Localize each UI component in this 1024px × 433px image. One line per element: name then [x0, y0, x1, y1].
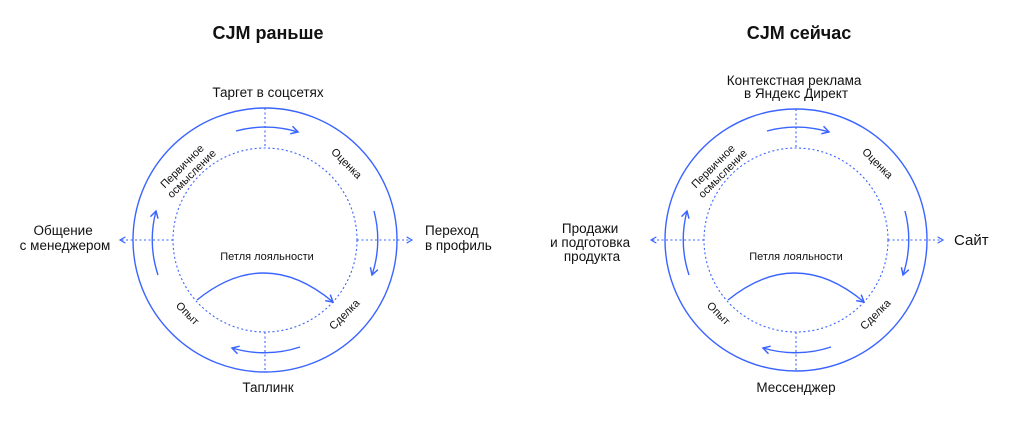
left-channel-label: Продажи и подготовка продукта	[550, 221, 634, 264]
right-channel-label: Переход в профиль	[425, 223, 492, 253]
stage-first-impression: Первичное осмысление	[688, 139, 750, 201]
diagram-now: CJM сейчас Контекстная реклама в Яндекс …	[550, 23, 989, 395]
flow-arrow-left	[149, 209, 159, 276]
stage-first-impression: Первичное осмысление	[157, 139, 219, 201]
top-label-line: Контекстная реклама	[727, 73, 862, 88]
left-label-line: Общение	[34, 223, 93, 238]
loyalty-loop-label: Петля лояльности	[749, 251, 843, 263]
diagram-before: CJM раньше Таргет в соцсетях Таплинк Общ…	[20, 23, 492, 395]
top-channel-label: Таргет в соцсетях	[212, 85, 323, 100]
flow-arrow-right	[369, 210, 379, 277]
right-label-line: Переход	[425, 223, 479, 238]
stage-evaluation: Оценка	[328, 146, 364, 182]
bottom-channel-label: Таплинк	[242, 380, 293, 395]
bottom-channel-label: Мессенджер	[756, 380, 835, 395]
flow-arrow-bottom	[230, 345, 301, 355]
left-label-line: продукта	[564, 249, 621, 264]
right-label-line: в профиль	[425, 238, 492, 253]
flow-arrow-right	[900, 210, 910, 277]
inner-dotted-circle	[172, 147, 358, 333]
top-channel-label: Контекстная реклама в Яндекс Директ	[727, 73, 865, 101]
flow-arrow-top	[235, 125, 300, 135]
stage-evaluation: Оценка	[859, 146, 895, 182]
left-label-line: и подготовка	[550, 235, 630, 250]
left-label-line: Продажи	[562, 221, 618, 236]
loyalty-loop-label: Петля лояльности	[220, 251, 314, 263]
diagram-title: CJM сейчас	[747, 23, 852, 43]
inner-dotted-circle	[703, 147, 889, 333]
loyalty-loop-arrow	[196, 272, 335, 303]
diagram-title: CJM раньше	[213, 23, 324, 43]
stage-experience: Опыт	[173, 300, 201, 328]
top-label-line: в Яндекс Директ	[744, 86, 848, 101]
flow-arrow-bottom	[761, 345, 832, 355]
loyalty-loop-arrow	[727, 272, 866, 303]
right-channel-label: Сайт	[954, 232, 989, 249]
stage-experience: Опыт	[704, 300, 732, 328]
flow-arrow-top	[766, 125, 831, 135]
left-channel-label: Общение с менеджером	[20, 223, 111, 253]
flow-arrow-left	[680, 209, 690, 276]
left-label-line: с менеджером	[20, 238, 111, 253]
